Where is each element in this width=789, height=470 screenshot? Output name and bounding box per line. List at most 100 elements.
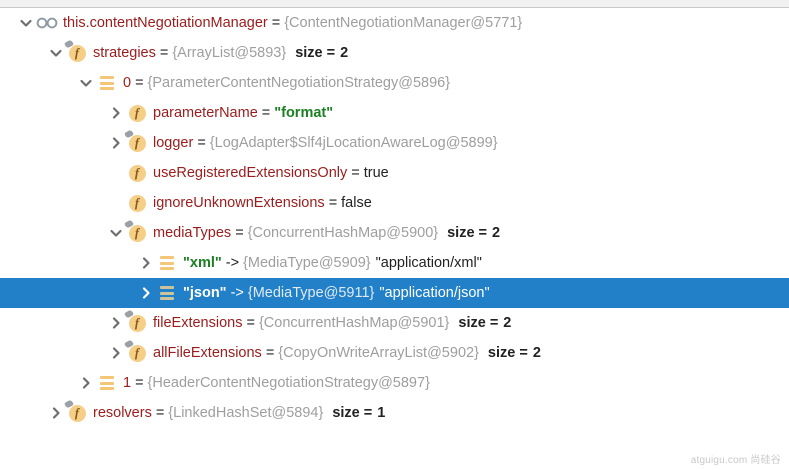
object-reference: {ArrayList@5893} xyxy=(172,45,287,61)
object-reference: {CopyOnWriteArrayList@5902} xyxy=(278,345,479,361)
window-top-strip xyxy=(0,0,789,8)
size-value: 2 xyxy=(340,45,349,61)
variable-name: strategies xyxy=(93,45,156,61)
tree-row[interactable]: 0={ParameterContentNegotiationStrategy@5… xyxy=(0,68,789,98)
tree-row[interactable]: this.contentNegotiationManager={ContentN… xyxy=(0,8,789,38)
variable-name: "xml" xyxy=(183,255,222,271)
chevron-right-icon[interactable] xyxy=(136,283,156,303)
indent-spacer xyxy=(0,413,46,414)
field-static-icon: f xyxy=(66,403,88,423)
variable-name: "json" xyxy=(183,285,227,301)
assignment-operator: = xyxy=(159,45,169,61)
chevron-down-icon[interactable] xyxy=(16,13,36,33)
variable-name: resolvers xyxy=(93,405,152,421)
size-label: size = xyxy=(447,225,488,241)
size-value: 2 xyxy=(532,345,541,361)
list-item-icon xyxy=(96,73,118,93)
assignment-operator: -> xyxy=(230,285,244,301)
field-icon: f xyxy=(126,163,148,183)
tree-row[interactable]: 1={HeaderContentNegotiationStrategy@5897… xyxy=(0,368,789,398)
chevron-right-icon[interactable] xyxy=(106,343,126,363)
object-reference: {ParameterContentNegotiationStrategy@589… xyxy=(147,75,451,91)
indent-spacer xyxy=(0,53,46,54)
field-static-icon: f xyxy=(66,43,88,63)
object-reference: {MediaType@5911} xyxy=(247,285,375,301)
size-label: size = xyxy=(458,315,499,331)
object-reference: {HeaderContentNegotiationStrategy@5897} xyxy=(147,375,430,391)
tree-row[interactable]: f allFileExtensions={CopyOnWriteArrayList… xyxy=(0,338,789,368)
indent-spacer xyxy=(0,83,76,84)
variable-name: 1 xyxy=(123,375,132,391)
chevron-right-icon[interactable] xyxy=(76,373,96,393)
field-icon: f xyxy=(126,193,148,213)
variable-value: "application/xml" xyxy=(375,255,482,271)
tree-row[interactable]: f strategies={ArrayList@5893} size =2 xyxy=(0,38,789,68)
chevron-down-icon[interactable] xyxy=(106,223,126,243)
chevron-right-icon[interactable] xyxy=(136,253,156,273)
object-reference: {ContentNegotiationManager@5771} xyxy=(284,15,523,31)
variable-value: false xyxy=(341,195,372,211)
chevron-down-icon[interactable] xyxy=(76,73,96,93)
variable-name: logger xyxy=(153,135,194,151)
variable-name: allFileExtensions xyxy=(153,345,262,361)
assignment-operator: -> xyxy=(225,255,240,271)
size-label: size = xyxy=(295,45,336,61)
indent-spacer xyxy=(0,203,106,204)
chevron-right-icon[interactable] xyxy=(106,103,126,123)
indent-spacer xyxy=(0,323,106,324)
indent-spacer xyxy=(0,383,76,384)
indent-spacer xyxy=(0,353,106,354)
tree-row[interactable]: "xml"->{MediaType@5909}"application/xml" xyxy=(0,248,789,278)
indent-spacer xyxy=(0,293,136,294)
chevron-right-icon[interactable] xyxy=(106,133,126,153)
indent-spacer xyxy=(0,23,16,24)
size-value: 2 xyxy=(503,315,512,331)
size-label: size = xyxy=(487,345,528,361)
field-static-icon: f xyxy=(126,223,148,243)
assignment-operator: = xyxy=(155,405,165,421)
variable-name: parameterName xyxy=(153,105,258,121)
chevron-right-icon[interactable] xyxy=(46,403,66,423)
indent-spacer xyxy=(0,143,106,144)
list-item-icon xyxy=(156,253,178,273)
debugger-variables-tree[interactable]: this.contentNegotiationManager = {ContentN… xyxy=(0,8,789,470)
indent-spacer xyxy=(0,263,136,264)
glasses-icon xyxy=(36,13,58,33)
object-reference: {LogAdapter$Slf4jLocationAwareLog@5899} xyxy=(209,135,498,151)
indent-spacer xyxy=(0,173,106,174)
size-value: 1 xyxy=(377,405,386,421)
chevron-right-icon[interactable] xyxy=(106,313,126,333)
assignment-operator: = xyxy=(197,135,206,151)
variable-name: this.contentNegotiationManager xyxy=(63,15,268,31)
indent-spacer xyxy=(0,113,106,114)
field-static-icon: f xyxy=(126,343,148,363)
field-icon: f xyxy=(126,103,148,123)
list-item-icon xyxy=(96,373,118,393)
assignment-operator: = xyxy=(135,75,144,91)
variable-rows-container: this.contentNegotiationManager = {ContentN… xyxy=(0,8,789,428)
object-reference: {MediaType@5909} xyxy=(243,255,371,271)
variable-name: useRegisteredExtensionsOnly xyxy=(153,165,348,181)
field-static-icon: f xyxy=(126,133,148,153)
tree-row-selected[interactable]: "json"->{MediaType@5911}"application/jso… xyxy=(0,278,789,308)
variable-value: "format" xyxy=(274,105,334,121)
object-reference: {ConcurrentHashMap@5901} xyxy=(258,315,450,331)
assignment-operator: = xyxy=(135,375,144,391)
indent-spacer xyxy=(0,233,106,234)
assignment-operator: = xyxy=(265,345,275,361)
assignment-operator: = xyxy=(235,225,244,241)
assignment-operator: = xyxy=(328,195,338,211)
variable-name: fileExtensions xyxy=(153,315,243,331)
list-item-icon xyxy=(156,283,178,303)
chevron-down-icon[interactable] xyxy=(46,43,66,63)
size-label: size = xyxy=(332,405,373,421)
variable-value: "application/json" xyxy=(379,285,490,301)
variable-name: 0 xyxy=(123,75,132,91)
